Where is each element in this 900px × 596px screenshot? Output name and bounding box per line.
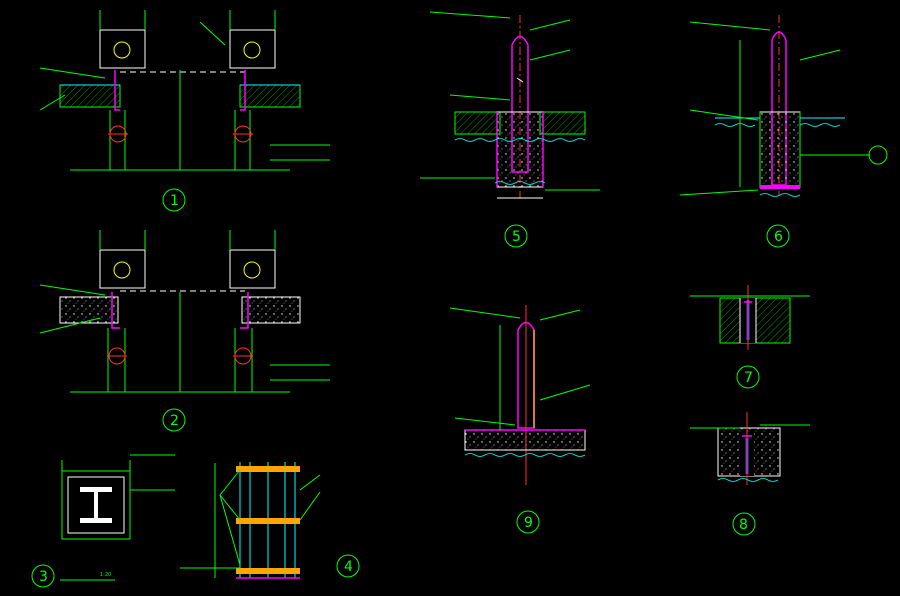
detail-8-callout [732, 512, 756, 536]
detail-7-callout [736, 365, 760, 389]
detail-2-callout [162, 408, 186, 432]
detail-8-label: 8 [739, 517, 748, 533]
detail-4-label: 4 [344, 559, 353, 575]
detail-6-callout [766, 224, 790, 248]
detail-1-callout [162, 188, 186, 212]
detail-4: 4 [180, 462, 360, 579]
detail-8: 8 [690, 412, 810, 536]
detail-9-label: 9 [524, 515, 533, 531]
detail-5-label: 5 [512, 229, 521, 245]
detail-3-label: 3 [39, 569, 48, 585]
detail-3-callout [31, 564, 55, 588]
detail-9: 9 [449, 305, 591, 534]
detail-2: 2 [39, 230, 330, 432]
detail-5-callout [504, 224, 528, 248]
detail-3-scale: 1:20 [100, 572, 111, 578]
detail-1-label: 1 [170, 193, 179, 209]
detail-5: 5 [420, 11, 600, 248]
detail-7-label: 7 [744, 370, 753, 386]
detail-7: 7 [690, 285, 810, 389]
detail-9-callout [516, 510, 540, 534]
detail-6-label: 6 [774, 229, 783, 245]
detail-4-callout [336, 554, 360, 578]
detail-1: 1 [39, 10, 330, 212]
detail-2-label: 2 [170, 413, 179, 429]
detail-3: 3 1:20 [31, 454, 175, 588]
detail-6: 6 [679, 15, 888, 248]
